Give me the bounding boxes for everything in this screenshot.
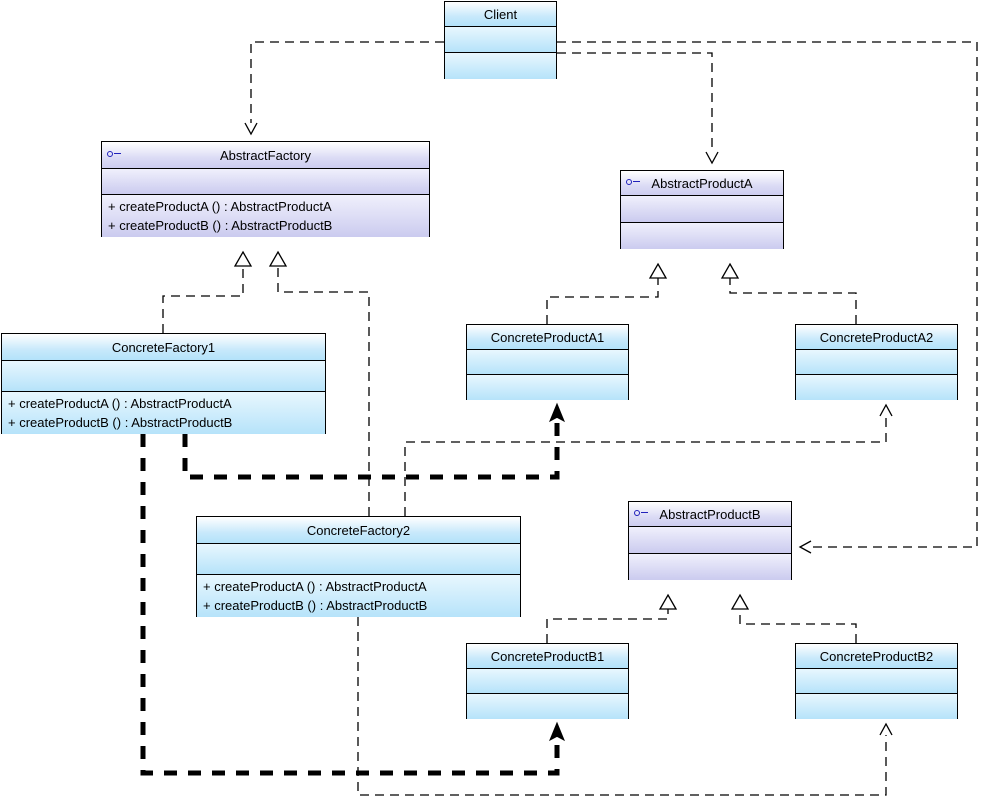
node-concrete-product-b1-title: ConcreteProductB1: [467, 644, 628, 669]
node-concrete-product-a2-operations: [796, 375, 957, 400]
edge-client-uses-abstractfactory: [244, 41, 444, 136]
edge-concreteproducta1-realizes-abstractproducta: [546, 262, 668, 324]
operation-row: + createProductB () : AbstractProductB: [108, 218, 333, 233]
node-abstract-product-a-title: AbstractProductA: [621, 171, 783, 196]
node-client[interactable]: Client: [444, 1, 557, 79]
node-concrete-product-a2-title: ConcreteProductA2: [796, 325, 957, 350]
arrowhead-hollow-triangle: [720, 262, 740, 279]
edge-concreteproductb2-realizes-abstractproductb: [730, 593, 857, 643]
operation-row: + createProductB () : AbstractProductB: [8, 415, 233, 430]
node-concrete-product-a2[interactable]: ConcreteProductA2: [795, 324, 958, 400]
node-concrete-product-b1-attributes: [467, 669, 628, 694]
operation-row: + createProductA () : AbstractProductA: [203, 579, 427, 594]
node-abstract-product-a[interactable]: AbstractProductA: [620, 170, 784, 249]
node-client-title: Client: [445, 2, 556, 27]
node-concrete-factory-2-title: ConcreteFactory2: [197, 517, 520, 544]
node-concrete-product-b2-operations: [796, 694, 957, 719]
node-concrete-factory-2[interactable]: ConcreteFactory2 + createProductA () : A…: [196, 516, 521, 617]
arrowhead-solid: [549, 721, 565, 742]
node-abstract-product-b[interactable]: AbstractProductB: [628, 501, 792, 580]
node-client-attributes: [445, 27, 556, 53]
arrowhead-hollow-triangle: [658, 593, 678, 610]
arrowhead-open: [798, 540, 812, 554]
node-concrete-factory-1-operations: + createProductA () : AbstractProductA +…: [2, 392, 325, 434]
node-concrete-product-b1-operations: [467, 694, 628, 719]
edge-concreteproductb1-realizes-abstractproductb: [546, 593, 678, 643]
node-concrete-product-a1-operations: [467, 375, 628, 400]
arrowhead-hollow-triangle: [648, 262, 668, 279]
node-abstract-product-b-operations: [629, 554, 791, 580]
node-abstract-product-b-title: AbstractProductB: [629, 502, 791, 527]
node-concrete-product-a1-title: ConcreteProductA1: [467, 325, 628, 350]
node-abstract-product-a-attributes: [621, 196, 783, 223]
arrowhead-open: [879, 722, 893, 736]
interface-icon: [626, 178, 642, 188]
node-abstract-product-b-title-text: AbstractProductB: [659, 506, 761, 522]
node-abstract-factory-attributes: [102, 169, 429, 195]
interface-icon: [107, 150, 123, 160]
operation-row: + createProductB () : AbstractProductB: [203, 598, 428, 613]
edge-client-uses-abstractproducta: [557, 52, 719, 165]
node-client-operations: [445, 53, 556, 79]
node-concrete-product-a1-title-text: ConcreteProductA1: [490, 329, 605, 345]
arrowhead-hollow-triangle: [268, 250, 288, 267]
node-abstract-product-a-operations: [621, 223, 783, 249]
node-concrete-factory-2-operations: + createProductA () : AbstractProductA +…: [197, 575, 520, 617]
node-concrete-product-b1[interactable]: ConcreteProductB1: [466, 643, 629, 719]
arrowhead-solid: [549, 402, 565, 423]
node-concrete-factory-1-title: ConcreteFactory1: [2, 334, 325, 361]
edge-concretefactory2-creates-concreteproducta2: [404, 403, 893, 516]
node-concrete-product-a2-title-text: ConcreteProductA2: [819, 329, 934, 345]
node-abstract-factory-title: AbstractFactory: [102, 142, 429, 169]
node-concrete-product-a1[interactable]: ConcreteProductA1: [466, 324, 629, 400]
node-concrete-product-b2[interactable]: ConcreteProductB2: [795, 643, 958, 719]
arrowhead-open: [879, 403, 893, 417]
node-concrete-product-a1-attributes: [467, 350, 628, 375]
operation-row: + createProductA () : AbstractProductA: [108, 199, 332, 214]
node-concrete-factory-2-title-text: ConcreteFactory2: [306, 522, 411, 538]
node-abstract-product-b-attributes: [629, 527, 791, 554]
node-concrete-factory-1-title-text: ConcreteFactory1: [111, 339, 216, 355]
arrowhead-open: [705, 151, 719, 165]
edge-concreteproducta2-realizes-abstractproducta: [720, 262, 857, 324]
node-concrete-product-b2-title: ConcreteProductB2: [796, 644, 957, 669]
node-abstract-product-a-title-text: AbstractProductA: [651, 175, 753, 191]
node-concrete-factory-1-attributes: [2, 361, 325, 392]
arrowhead-open: [244, 122, 258, 136]
edge-client-uses-abstractproductb: [557, 41, 978, 554]
node-concrete-product-a2-attributes: [796, 350, 957, 375]
node-concrete-product-b1-title-text: ConcreteProductB1: [490, 648, 605, 664]
node-abstract-factory-title-text: AbstractFactory: [219, 147, 312, 163]
arrowhead-hollow-triangle: [233, 250, 253, 267]
node-abstract-factory[interactable]: AbstractFactory + createProductA () : Ab…: [101, 141, 430, 237]
node-abstract-factory-operations: + createProductA () : AbstractProductA +…: [102, 195, 429, 237]
operation-row: + createProductA () : AbstractProductA: [8, 396, 232, 411]
arrowhead-hollow-triangle: [730, 593, 750, 610]
edge-concretefactory1-realizes-abstractfactory: [162, 250, 253, 333]
node-client-title-text: Client: [483, 6, 518, 22]
node-concrete-product-b2-attributes: [796, 669, 957, 694]
interface-icon: [634, 509, 650, 519]
node-concrete-product-b2-title-text: ConcreteProductB2: [819, 648, 934, 664]
node-concrete-factory-2-attributes: [197, 544, 520, 575]
node-concrete-factory-1[interactable]: ConcreteFactory1 + createProductA () : A…: [1, 333, 326, 434]
